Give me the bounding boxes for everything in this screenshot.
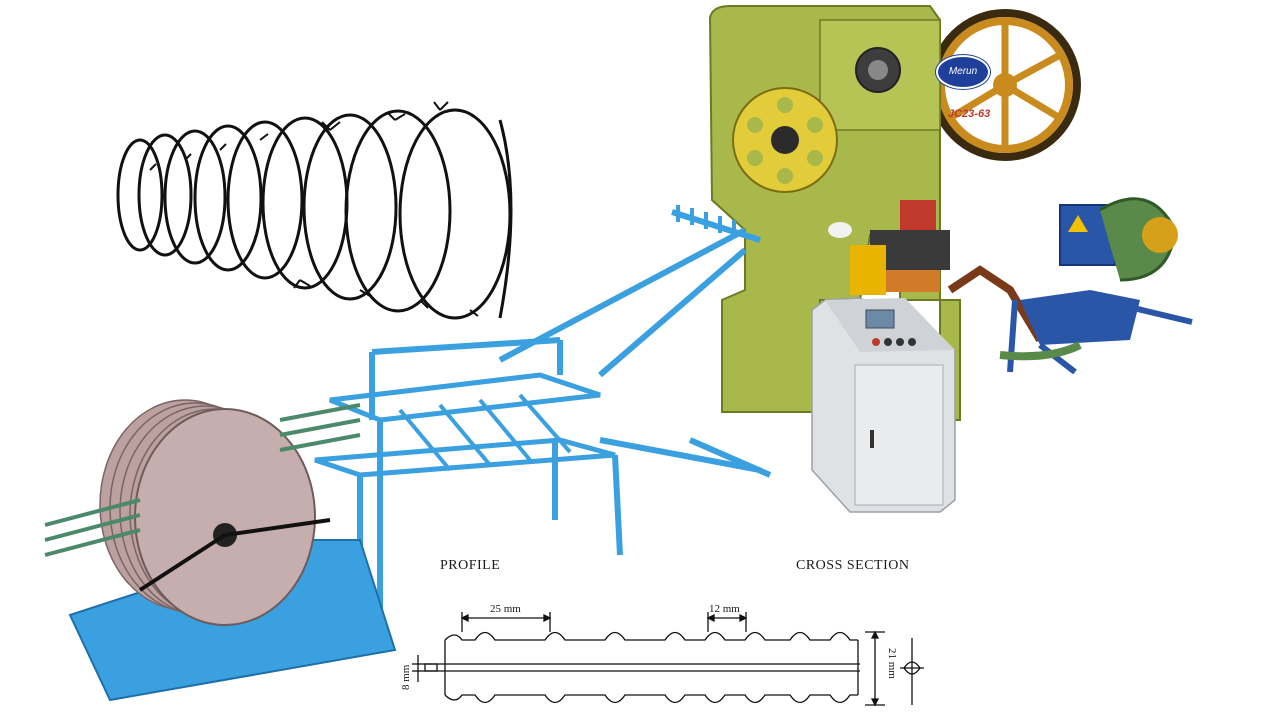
cross-section-label: CROSS SECTION xyxy=(796,558,910,573)
cross-section-drawing xyxy=(900,638,924,705)
brand-logo: Merun xyxy=(936,55,990,89)
profile-label: PROFILE xyxy=(440,558,501,573)
model-plate: JC23-63 xyxy=(948,108,991,120)
razor-wire-coil-icon xyxy=(116,101,513,320)
barb-width-dimension: 12 mm xyxy=(709,603,740,615)
decoiler-icon xyxy=(999,197,1193,375)
flywheel-icon xyxy=(929,9,1081,161)
barb-spacing-dimension: 25 mm xyxy=(490,603,521,615)
power-press-icon xyxy=(708,5,1081,421)
coil-reel-icon xyxy=(44,399,397,702)
control-cabinet-icon xyxy=(811,297,956,513)
total-height-dimension: 21 mm xyxy=(886,648,898,679)
wire-feed-frame-icon xyxy=(314,205,772,650)
core-height-dimension: 8 mm xyxy=(400,664,412,690)
blade-profile-drawing xyxy=(412,612,885,707)
